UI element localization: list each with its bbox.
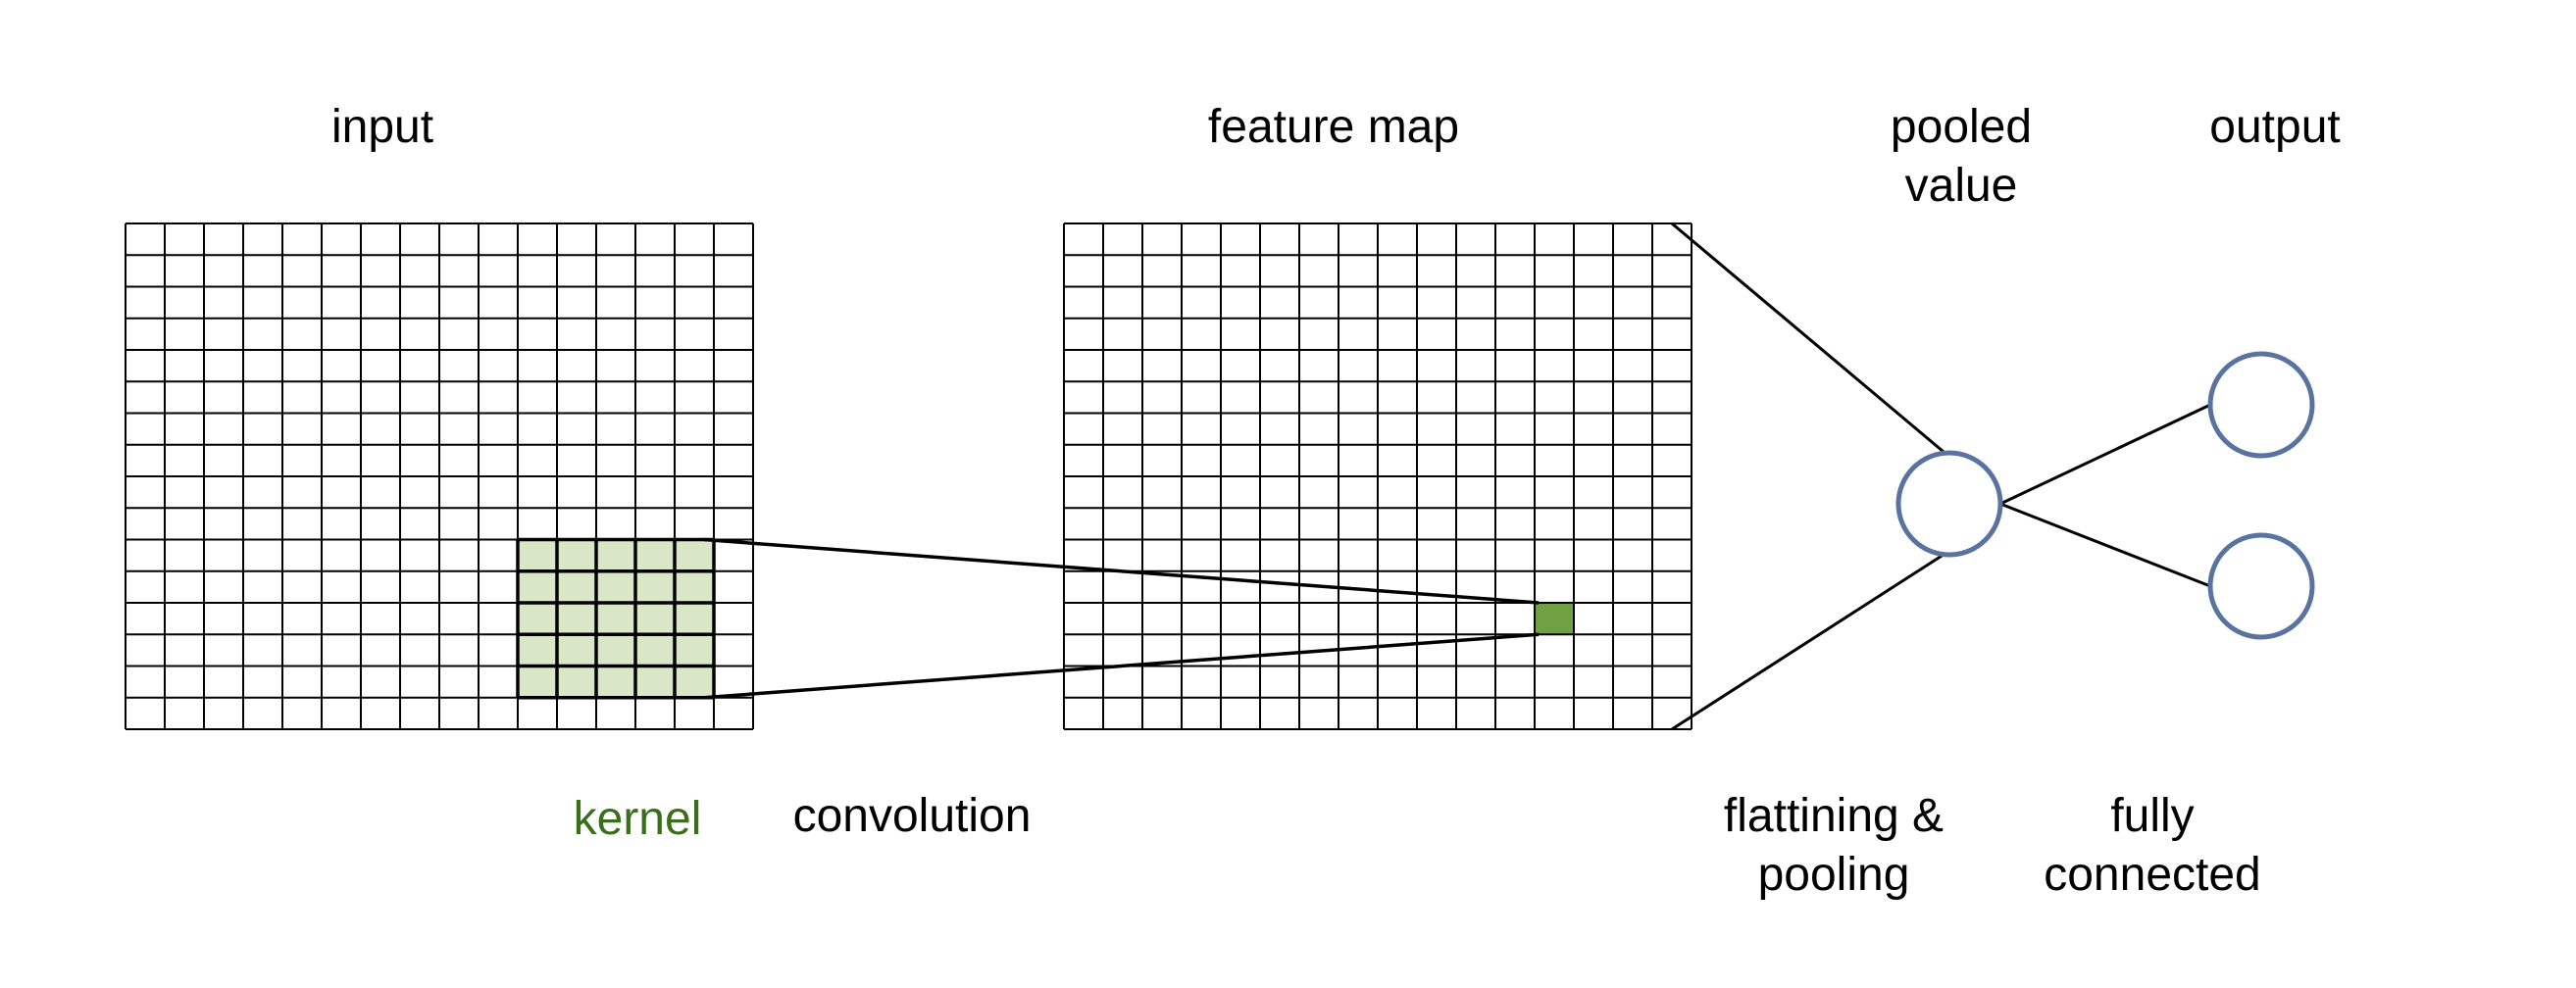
convolution-label: convolution	[792, 790, 1032, 842]
feature-map-label: feature map	[1207, 101, 1460, 153]
output-node-2	[2207, 532, 2315, 640]
kernel-region	[518, 539, 714, 698]
pooling-line-bottom	[1671, 549, 1950, 731]
fully-connected-label-line1: fully	[2110, 790, 2195, 842]
output-node-1	[2207, 351, 2315, 459]
output-label: output	[2209, 101, 2341, 153]
pooled-value-label-line1: pooled	[1890, 101, 2033, 153]
pooled-node	[1895, 450, 2003, 558]
fully-connected-label-line2: connected	[2044, 849, 2261, 901]
convolution-line-top	[703, 537, 1540, 605]
fc-line-2	[1999, 502, 2211, 588]
flattening-label-line2: pooling	[1757, 849, 1910, 901]
convolution-line-bottom	[703, 632, 1540, 700]
input-label: input	[330, 101, 434, 153]
flattening-label-line1: flattining &	[1723, 790, 1945, 842]
fc-line-1	[1999, 403, 2211, 506]
pooling-line-top	[1671, 222, 1950, 459]
pooled-value-label-line2: value	[1904, 160, 2018, 212]
kernel-label: kernel	[573, 793, 702, 845]
feature-map-output-cell	[1535, 603, 1574, 635]
